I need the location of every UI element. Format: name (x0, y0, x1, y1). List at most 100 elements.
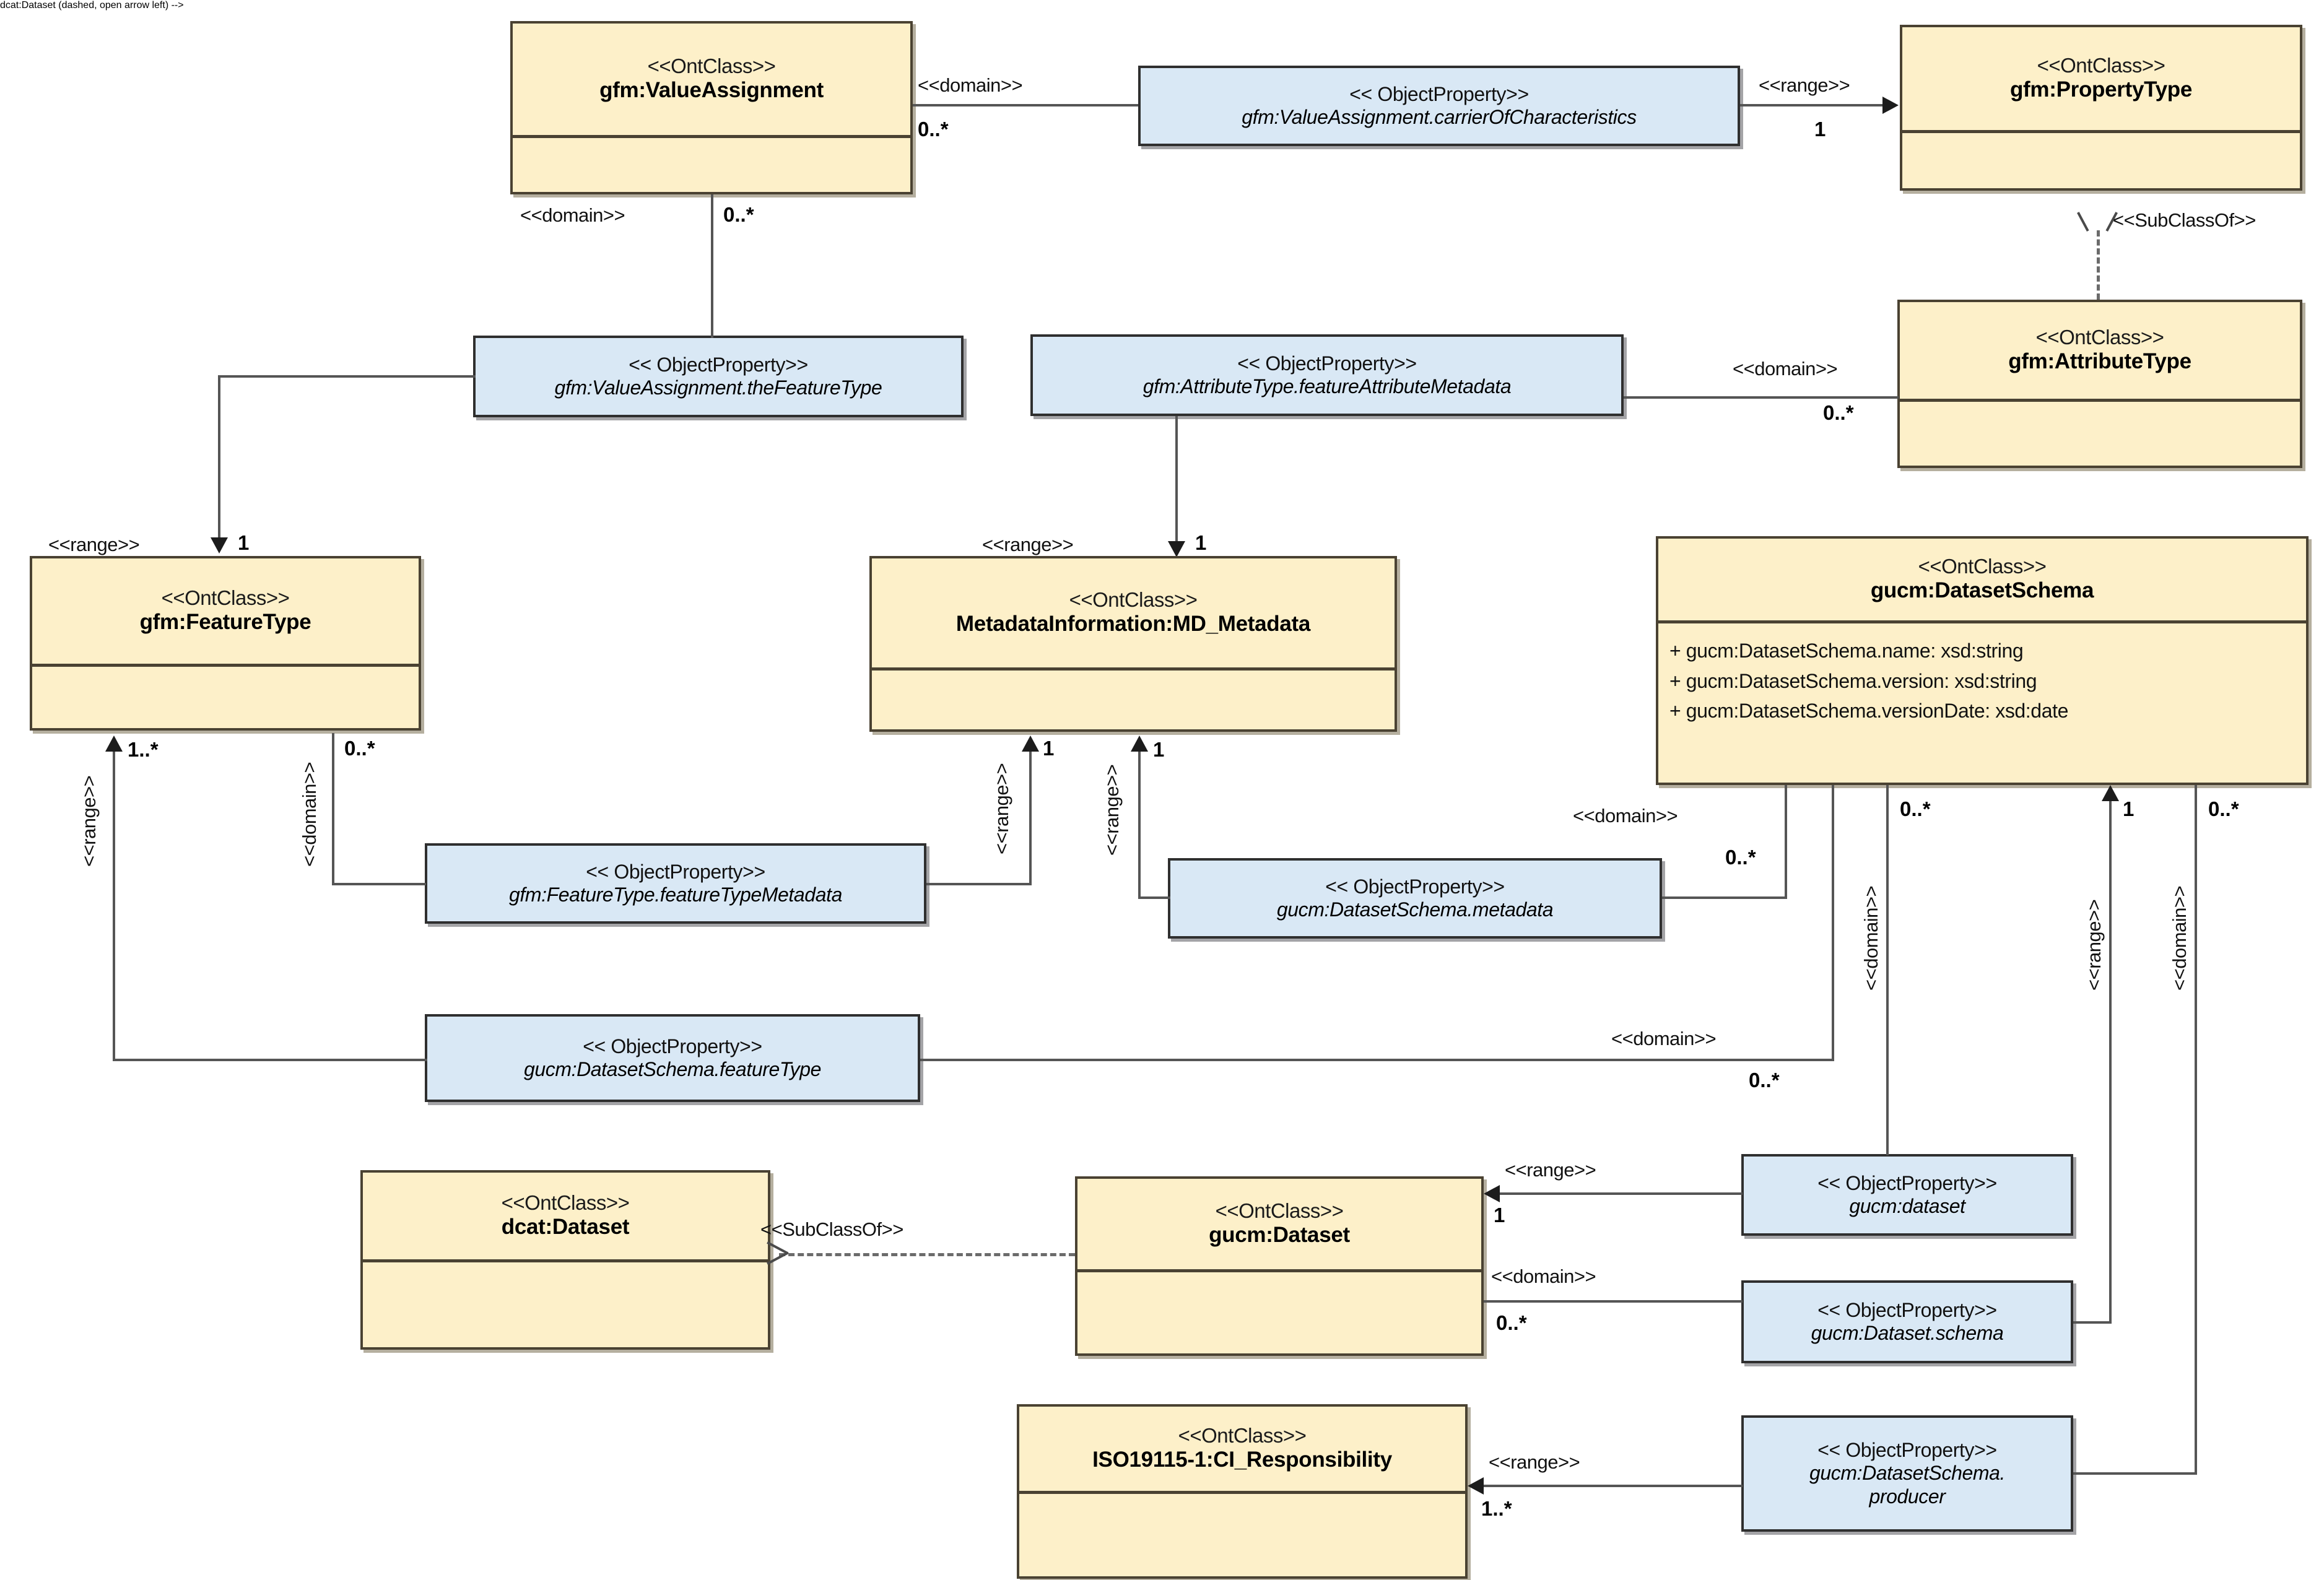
class-dcat-dataset[interactable]: <<OntClass>> dcat:Dataset (360, 1170, 770, 1350)
objectproperty-name-line1: gucm:DatasetSchema. (1809, 1462, 2006, 1485)
edge-multiplicity: 1..* (128, 738, 159, 761)
edge-label-domain: <<domain>> (1733, 358, 1838, 380)
arrowhead-left-icon (1468, 1477, 1484, 1495)
edge-producer-datasetschema-v (2195, 785, 2197, 1475)
edge-ftm-featuretype-v (332, 733, 334, 885)
edge-multiplicity: 0..* (1496, 1311, 1527, 1334)
edge-multiplicity: 1 (238, 531, 250, 554)
edge-producer-datasetschema-h (2073, 1472, 2197, 1475)
edge-dsft-datasetschema-v (1832, 785, 1834, 1061)
edge-label-domain: <<domain>> (298, 762, 320, 867)
class-name: dcat:Dataset (501, 1214, 630, 1239)
class-attributes (513, 138, 910, 192)
arrowhead-up-icon (1022, 736, 1039, 752)
class-gfm-feature-type[interactable]: <<OntClass>> gfm:FeatureType (30, 556, 421, 731)
generalization-arrowhead-icon (2087, 211, 2108, 229)
class-stereotype: <<OntClass>> (2037, 53, 2165, 77)
arrowhead-left-icon (1484, 1185, 1500, 1202)
edge-multiplicity: 0..* (723, 203, 754, 226)
objectproperty-stereotype: << ObjectProperty>> (629, 353, 808, 376)
compartment-divider (1658, 620, 2306, 623)
class-attributes (32, 667, 419, 728)
edge-label-domain: <<domain>> (1860, 885, 1882, 991)
edge-valueassignment-carrier (913, 104, 1138, 106)
class-attributes (363, 1262, 768, 1347)
class-attributes (1019, 1494, 1465, 1576)
compartment-divider (1900, 399, 2300, 402)
edge-dataset-gucmdataset (1500, 1192, 1743, 1195)
class-name: gfm:PropertyType (2009, 77, 2193, 102)
objectproperty-dataset-schema-metadata[interactable]: << ObjectProperty>> gucm:DatasetSchema.m… (1168, 858, 1662, 939)
class-stereotype: <<OntClass>> (501, 1191, 630, 1214)
edge-carrier-propertytype (1740, 104, 1884, 106)
edge-multiplicity: 0..* (918, 118, 949, 141)
edge-dsft-datasetschema-h (920, 1059, 1834, 1061)
class-ci-responsibility[interactable]: <<OntClass>> ISO19115-1:CI_Responsibilit… (1017, 1404, 1468, 1579)
edge-attributetype-subclassof-propertytype (2097, 230, 2100, 300)
edge-multiplicity: 0..* (2208, 797, 2239, 820)
compartment-divider (513, 135, 910, 138)
compartment-divider (363, 1259, 768, 1262)
objectproperty-gucm-dataset[interactable]: << ObjectProperty>> gucm:dataset (1741, 1154, 2073, 1236)
objectproperty-gucm-dataset-schema-prop[interactable]: << ObjectProperty>> gucm:Dataset.schema (1741, 1280, 2073, 1363)
objectproperty-carrier-of-characteristics[interactable]: << ObjectProperty>> gfm:ValueAssignment.… (1138, 66, 1740, 146)
class-name: MetadataInformation:MD_Metadata (955, 611, 1311, 636)
edge-multiplicity: 1..* (1481, 1497, 1512, 1520)
class-md-metadata[interactable]: <<OntClass>> MetadataInformation:MD_Meta… (869, 556, 1397, 732)
arrowhead-right-icon (1882, 97, 1899, 114)
arrowhead-up-icon (1131, 736, 1148, 752)
objectproperty-stereotype: << ObjectProperty>> (1349, 82, 1529, 105)
class-name: gucm:Dataset (1209, 1222, 1350, 1247)
edge-label-range: <<range>> (991, 763, 1012, 854)
edge-dsm-datasetschema-h (1662, 896, 1787, 899)
compartment-divider (1077, 1269, 1481, 1272)
class-gfm-property-type[interactable]: <<OntClass>> gfm:PropertyType (1900, 25, 2302, 191)
class-stereotype: <<OntClass>> (647, 54, 776, 77)
class-gucm-dataset-schema[interactable]: <<OntClass>> gucm:DatasetSchema + gucm:D… (1656, 536, 2309, 785)
objectproperty-dataset-schema-producer[interactable]: << ObjectProperty>> gucm:DatasetSchema. … (1741, 1415, 2073, 1532)
edge-dsm-mdmetadata-h (1138, 896, 1170, 899)
class-gfm-value-assignment[interactable]: <<OntClass>> gfm:ValueAssignment (510, 21, 913, 194)
objectproperty-stereotype: << ObjectProperty>> (586, 860, 765, 883)
objectproperty-feature-type-metadata[interactable]: << ObjectProperty>> gfm:FeatureType.feat… (425, 843, 926, 924)
edge-gucmdatasetschema-ds-h (2073, 1321, 2112, 1324)
edge-label-domain: <<domain>> (1611, 1028, 1717, 1049)
edge-datasetschema-gucmdataset (1484, 1300, 1743, 1303)
edge-dataset-datasetschema-v (1886, 785, 1889, 1155)
compartment-divider (872, 667, 1395, 671)
edge-ftm-mdmetadata-v (1029, 752, 1032, 885)
edge-multiplicity: 1 (1195, 531, 1207, 554)
objectproperty-name: gucm:DatasetSchema.featureType (523, 1058, 822, 1080)
compartment-divider (1902, 130, 2300, 133)
edge-label-range: <<range>> (48, 534, 140, 555)
objectproperty-name: gfm:FeatureType.featureTypeMetadata (509, 883, 842, 906)
class-attributes (1077, 1272, 1481, 1353)
edge-featureattributemetadata-mdmetadata (1175, 416, 1178, 547)
edge-label-range: <<range>> (982, 534, 1074, 555)
objectproperty-name: gfm:ValueAssignment.carrierOfCharacteris… (1242, 106, 1637, 128)
edge-label-range: <<range>> (2083, 899, 2105, 991)
edge-thefeaturetype-featuretype-v (218, 375, 220, 544)
edge-multiplicity: 1 (1494, 1204, 1505, 1226)
edge-ftm-featuretype-h (332, 883, 426, 885)
edge-valueassignment-thefeaturetype (711, 194, 713, 338)
edge-featureattributemetadata-attributetype (1624, 396, 1899, 399)
edge-multiplicity: 0..* (1725, 846, 1756, 869)
objectproperty-feature-attribute-metadata[interactable]: << ObjectProperty>> gfm:AttributeType.fe… (1030, 334, 1624, 416)
edge-label-subclassof: <<SubClassOf>> (2113, 209, 2256, 231)
arrowhead-down-icon (211, 537, 228, 553)
objectproperty-name: gucm:dataset (1849, 1195, 1965, 1217)
objectproperty-dataset-schema-feature-type[interactable]: << ObjectProperty>> gucm:DatasetSchema.f… (425, 1014, 920, 1102)
objectproperty-name: gfm:AttributeType.featureAttributeMetada… (1142, 375, 1512, 397)
class-gucm-dataset[interactable]: <<OntClass>> gucm:Dataset (1075, 1176, 1484, 1356)
class-stereotype: <<OntClass>> (161, 586, 290, 609)
edge-thefeaturetype-featuretype-h (218, 375, 476, 378)
class-gfm-attribute-type[interactable]: <<OntClass>> gfm:AttributeType (1897, 300, 2302, 468)
edge-multiplicity: 0..* (344, 737, 375, 760)
objectproperty-name: gfm:ValueAssignment.theFeatureType (554, 376, 882, 399)
edge-dsft-featuretype-v (113, 752, 115, 1061)
attribute-version-date: + gucm:DatasetSchema.versionDate: xsd:da… (1669, 700, 2068, 723)
class-attributes (872, 671, 1395, 729)
objectproperty-the-feature-type[interactable]: << ObjectProperty>> gfm:ValueAssignment.… (473, 336, 964, 417)
